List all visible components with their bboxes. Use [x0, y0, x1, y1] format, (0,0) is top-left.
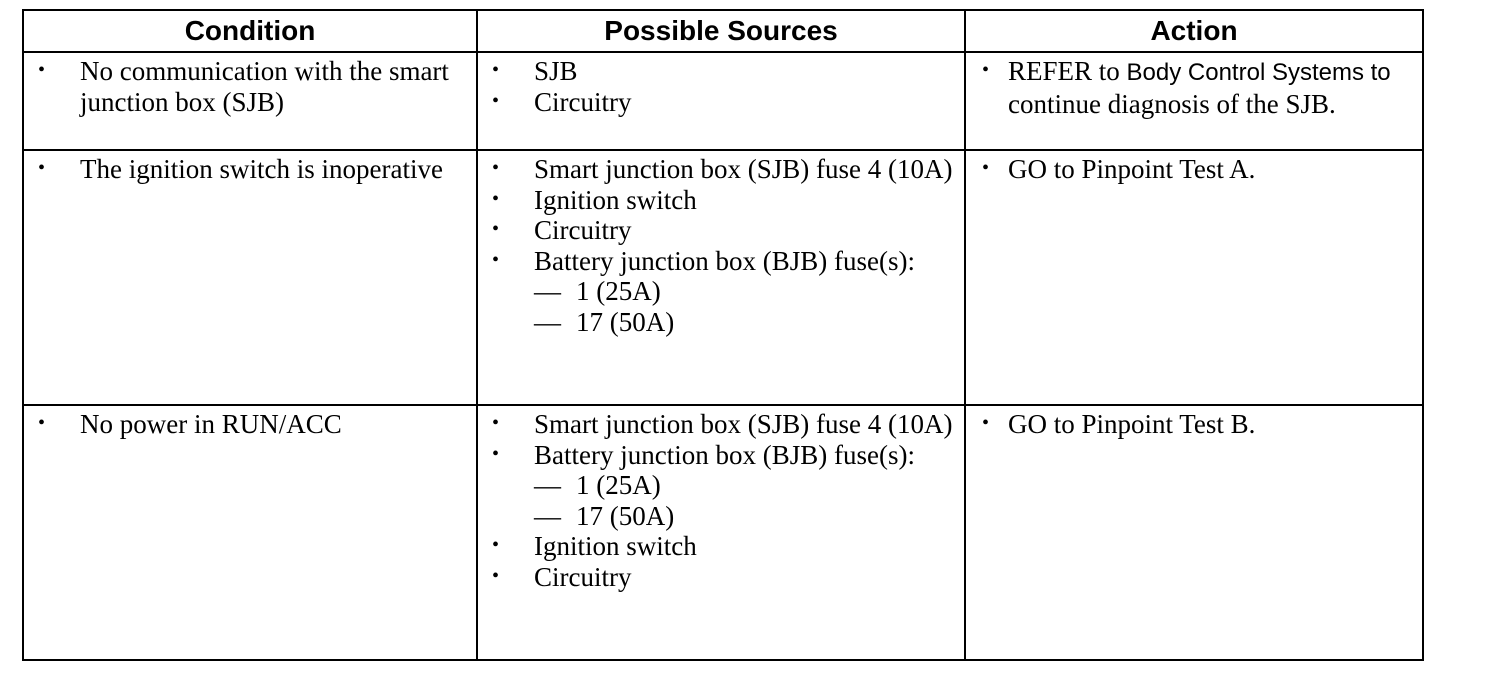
- list-item: • GO to Pinpoint Test A.: [980, 154, 1414, 185]
- action-text: GO to Pinpoint Test B.: [1008, 409, 1256, 439]
- dash-icon: —: [534, 500, 561, 531]
- list-item: • Ignition switch: [492, 185, 956, 216]
- bullet-icon: •: [982, 59, 990, 81]
- list-item: • The ignition switch is inoperative: [38, 154, 468, 185]
- list-item: • Circuitry: [492, 562, 956, 593]
- bullet-icon: •: [38, 157, 46, 179]
- bullet-icon: •: [492, 157, 500, 179]
- bullet-icon: •: [492, 89, 500, 112]
- list-item: • Battery junction box (BJB) fuse(s): — 1 …: [492, 246, 956, 338]
- diagnostic-table: Condition Possible Sources Action • No co…: [22, 9, 1424, 661]
- bullet-icon: •: [492, 218, 500, 240]
- source-text: Ignition switch: [534, 531, 697, 561]
- action-suffix: continue diagnosis of the SJB.: [1008, 88, 1336, 119]
- action-cell: • REFER to Body Control Systems to contin…: [964, 51, 1424, 151]
- header-possible-sources: Possible Sources: [476, 9, 966, 53]
- sub-list-item: — 1 (25A): [534, 276, 956, 307]
- table-row: • No power in RUN/ACC • Smart junction box…: [22, 404, 1424, 661]
- bullet-icon: •: [492, 564, 500, 587]
- list-item: • Smart junction box (SJB) fuse 4 (10A): [492, 409, 956, 440]
- action-prefix: REFER to: [1008, 56, 1120, 86]
- sub-source-text: 1 (25A): [576, 470, 661, 500]
- list-item: • Ignition switch: [492, 531, 956, 562]
- action-cell: • GO to Pinpoint Test A.: [964, 149, 1424, 406]
- action-cell: • GO to Pinpoint Test B.: [964, 404, 1424, 661]
- condition-cell: • No communication with the smart junctio…: [22, 51, 478, 151]
- source-text: Battery junction box (BJB) fuse(s):: [534, 245, 915, 276]
- condition-text: The ignition switch is inoperative: [80, 154, 443, 184]
- condition-cell: • No power in RUN/ACC: [22, 404, 478, 661]
- header-condition: Condition: [22, 9, 478, 53]
- source-text: Battery junction box (BJB) fuse(s):: [534, 439, 915, 470]
- header-action: Action: [964, 9, 1424, 53]
- bullet-icon: •: [492, 187, 500, 210]
- bullet-icon: •: [982, 157, 990, 179]
- sub-list-item: — 1 (25A): [534, 470, 956, 501]
- sub-source-text: 1 (25A): [576, 276, 661, 306]
- source-text: SJB: [534, 56, 578, 86]
- sources-cell: • Smart junction box (SJB) fuse 4 (10A) •…: [476, 404, 966, 661]
- list-item: • No power in RUN/ACC: [38, 409, 468, 440]
- source-text: Circuitry: [534, 215, 632, 245]
- bullet-icon: •: [492, 59, 500, 81]
- bullet-icon: •: [982, 412, 990, 434]
- source-text: Circuitry: [534, 561, 632, 592]
- action-text: GO to Pinpoint Test A.: [1008, 154, 1256, 184]
- bullet-icon: •: [492, 534, 500, 556]
- header-row: Condition Possible Sources Action: [22, 9, 1424, 53]
- list-item: • No communication with the smart junctio…: [38, 56, 468, 117]
- action-reference-link[interactable]: Body Control Systems to: [1126, 59, 1391, 86]
- list-item: • GO to Pinpoint Test B.: [980, 409, 1414, 440]
- bullet-icon: •: [38, 412, 46, 434]
- dash-icon: —: [534, 276, 561, 306]
- sub-list-item: — 17 (50A): [534, 501, 956, 532]
- sources-cell: • SJB • Circuitry: [476, 51, 966, 151]
- list-item: • Circuitry: [492, 215, 956, 246]
- list-item: • REFER to Body Control Systems to contin…: [980, 56, 1414, 119]
- source-text: Smart junction box (SJB) fuse 4 (10A): [534, 154, 953, 184]
- sub-source-text: 17 (50A): [576, 306, 675, 337]
- list-item: • SJB: [492, 56, 956, 87]
- list-item: • Battery junction box (BJB) fuse(s): — 1 …: [492, 440, 956, 532]
- condition-text: No communication with the smart junction…: [80, 56, 449, 117]
- sources-cell: • Smart junction box (SJB) fuse 4 (10A) •…: [476, 149, 966, 406]
- sub-source-text: 17 (50A): [576, 500, 675, 531]
- source-text: Ignition switch: [534, 184, 697, 215]
- sub-list-item: — 17 (50A): [534, 307, 956, 338]
- condition-text: No power in RUN/ACC: [80, 409, 342, 439]
- source-text: Smart junction box (SJB) fuse 4 (10A): [534, 409, 953, 439]
- bullet-icon: •: [492, 412, 500, 434]
- source-text: Circuitry: [534, 86, 632, 117]
- table-row: • The ignition switch is inoperative • Sma…: [22, 149, 1424, 406]
- list-item: • Circuitry: [492, 87, 956, 118]
- dash-icon: —: [534, 470, 561, 500]
- list-item: • Smart junction box (SJB) fuse 4 (10A): [492, 154, 956, 185]
- bullet-icon: •: [38, 59, 46, 81]
- bullet-icon: •: [492, 248, 500, 271]
- dash-icon: —: [534, 306, 561, 337]
- bullet-icon: •: [492, 442, 500, 465]
- condition-cell: • The ignition switch is inoperative: [22, 149, 478, 406]
- table-row: • No communication with the smart junctio…: [22, 51, 1424, 151]
